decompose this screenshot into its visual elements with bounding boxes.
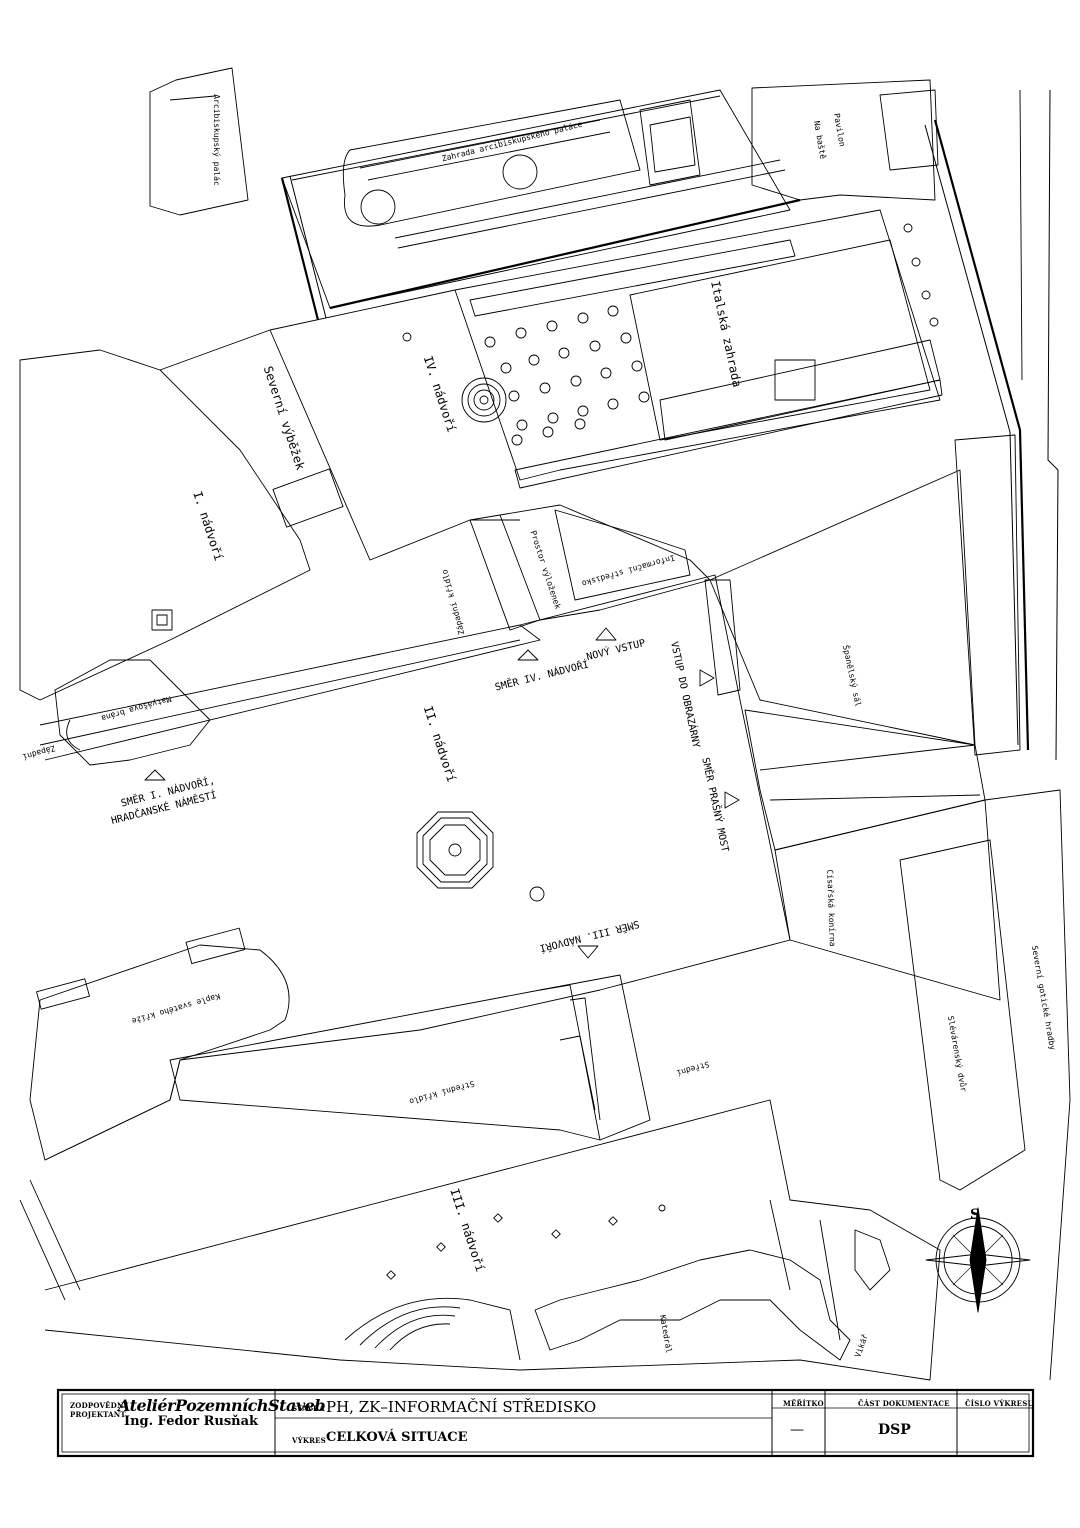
north-letter: S: [970, 1207, 981, 1223]
title-role-line1: ZODPOVĚDNÝ: [70, 1401, 129, 1410]
arrow-obrazarna: [699, 669, 715, 687]
title-vykres-label: VÝKRES: [292, 1436, 326, 1445]
holy-cross-chapel-outline: [29, 944, 290, 1161]
title-vykres-value: CELKOVÁ SITUACE: [326, 1430, 468, 1445]
fountain-shape: [416, 811, 494, 889]
archbishop-palace-outline: [149, 67, 249, 216]
arrow-smer-iii: [577, 945, 599, 959]
title-engineer: Ing. Fedor Rusňak: [124, 1414, 259, 1429]
first-courtyard-outline: [19, 349, 311, 701]
cathedral-outline: [534, 1249, 851, 1361]
title-stavba-label: STAVBA: [292, 1404, 325, 1413]
title-cast-label: ČÁST DOKUMENTACE: [858, 1399, 950, 1408]
north-arrow: [925, 1207, 1031, 1313]
title-cislo-label: ČÍSLO VÝKRESU: [965, 1399, 1034, 1408]
title-firm: AteliérPozemníchStaveb: [118, 1396, 326, 1415]
title-role-line2: PROJEKTANT: [70, 1410, 126, 1419]
title-stavba-value: PH, ZK–INFORMAČNÍ STŘEDISKO: [326, 1398, 597, 1416]
pavilon-outline: [751, 79, 936, 201]
title-meritko-value: —: [790, 1422, 804, 1438]
archbishop-garden-outline: [281, 89, 791, 309]
imperial-stables-outline: [774, 799, 1001, 1001]
arrow-novy-vstup: [595, 627, 617, 641]
arrow-smer-iv: [517, 649, 539, 661]
title-cast-value: DSP: [878, 1422, 911, 1438]
title-meritko-label: MĚŘÍTKO: [783, 1399, 824, 1408]
third-courtyard-outline: [44, 1099, 941, 1381]
arrow-prasny-most: [724, 791, 740, 809]
matyas-gate-outline: [54, 659, 211, 766]
foundry-courtyard-outline: [899, 839, 1026, 1191]
arrow-smer-i: [144, 769, 166, 781]
